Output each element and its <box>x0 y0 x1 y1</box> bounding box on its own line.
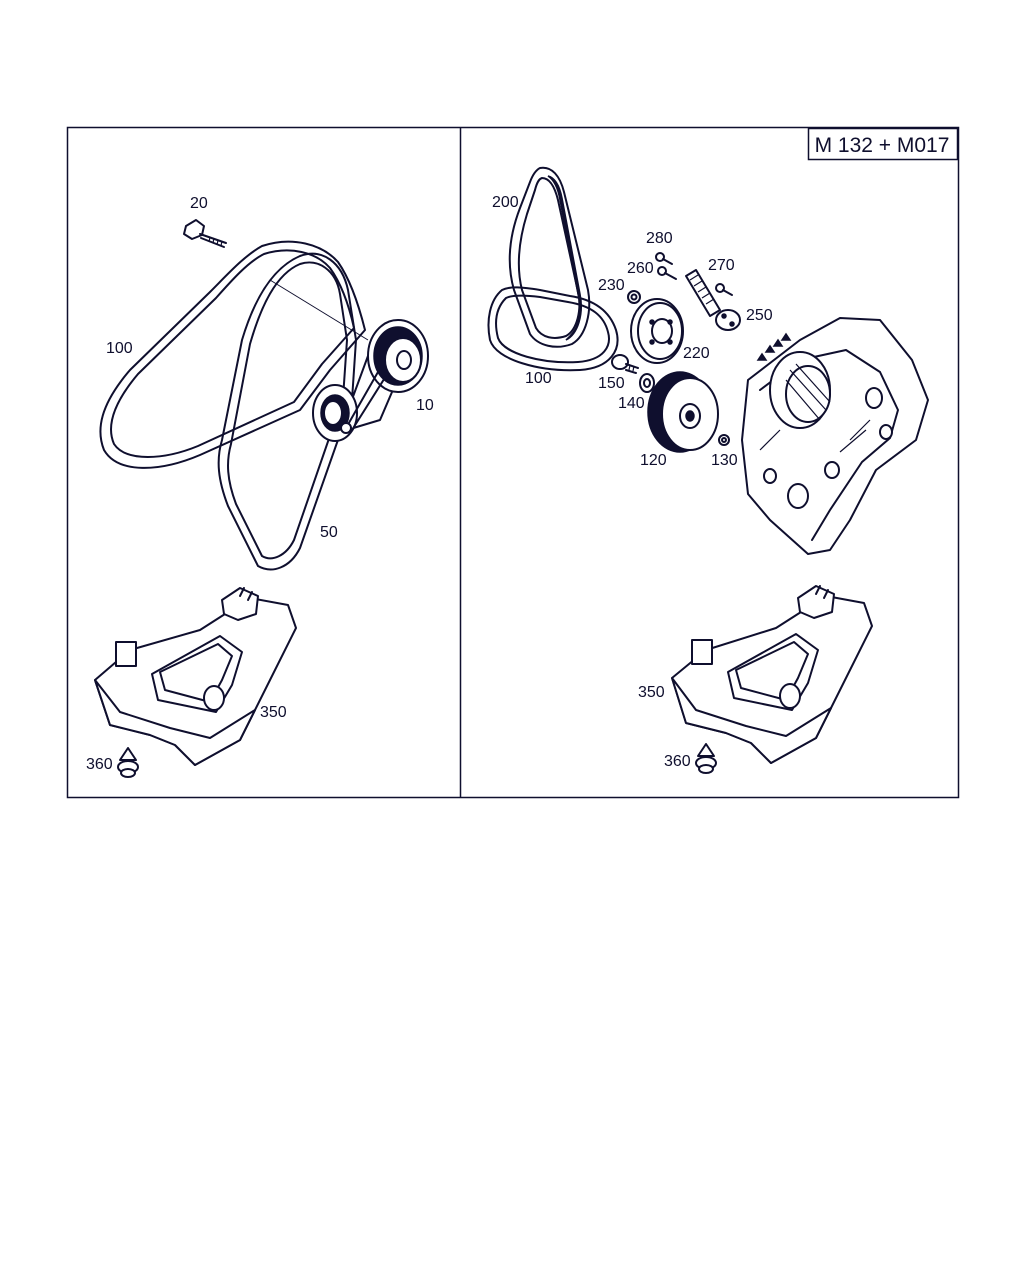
washer-140-part <box>639 373 655 393</box>
pulley-120-part <box>647 371 719 453</box>
label-360-right: 360 <box>664 753 691 770</box>
engine-cover-part <box>741 317 929 555</box>
label-200: 200 <box>492 194 519 211</box>
label-120: 120 <box>640 452 667 469</box>
belt-100-right-part <box>487 286 619 372</box>
nut-230-part <box>627 290 641 304</box>
model-badge: M 132 + M017 <box>807 127 959 161</box>
label-150: 150 <box>598 375 625 392</box>
label-280: 280 <box>646 230 673 247</box>
model-badge-text: M 132 + M017 <box>815 134 950 157</box>
cover-350-left-part <box>94 587 297 766</box>
label-100-left: 100 <box>106 340 133 357</box>
label-10: 10 <box>416 397 434 414</box>
bolt-20-leader <box>269 279 369 341</box>
label-50: 50 <box>320 524 338 541</box>
label-130: 130 <box>711 452 738 469</box>
right-panel: 200 280 260 270 230 250 220 100 150 140 … <box>487 166 929 774</box>
label-20: 20 <box>190 195 208 212</box>
screw-360-left-part <box>117 747 139 778</box>
label-350-left: 350 <box>260 704 287 721</box>
label-100-right: 100 <box>525 370 552 387</box>
label-260: 260 <box>627 260 654 277</box>
diagram-frame <box>66 126 960 799</box>
label-270: 270 <box>708 257 735 274</box>
belt-200-part <box>508 166 591 348</box>
cover-350-right-part <box>671 585 873 764</box>
label-250: 250 <box>746 307 773 324</box>
label-360-left: 360 <box>86 756 113 773</box>
label-350-right: 350 <box>638 684 665 701</box>
bolt-150-part <box>611 354 639 374</box>
nut-130-part <box>718 434 730 446</box>
bracket-250-part <box>715 309 741 331</box>
screw-360-right-part <box>695 743 717 774</box>
label-220: 220 <box>683 345 710 362</box>
damper-270-part <box>685 269 733 317</box>
tensioner-10-part <box>312 319 429 442</box>
pulley-220-part <box>630 298 684 364</box>
label-230: 230 <box>598 277 625 294</box>
belt-100-left-part <box>99 240 366 469</box>
left-panel: 20 100 10 50 350 360 <box>86 195 434 778</box>
belt-50-part <box>217 252 357 571</box>
bolt-280-part <box>655 252 673 265</box>
bolt-20-part <box>183 219 227 248</box>
bolt-260-part <box>657 266 677 280</box>
label-140: 140 <box>618 395 645 412</box>
